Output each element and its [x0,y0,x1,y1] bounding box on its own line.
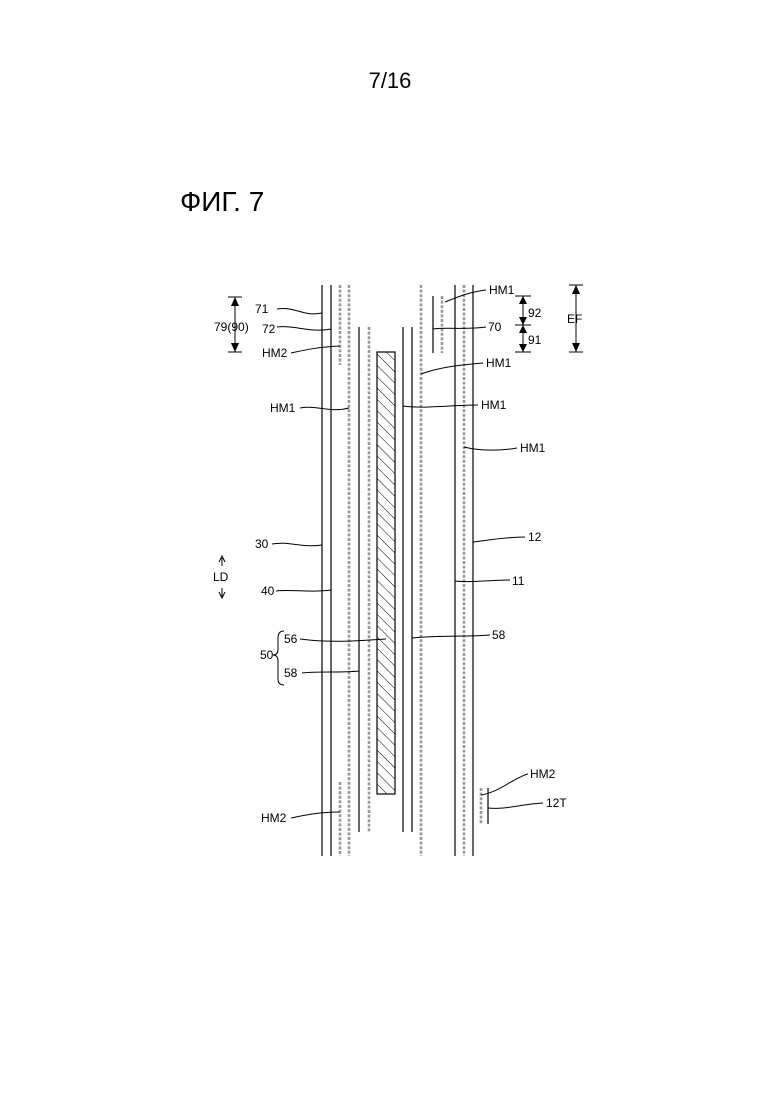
label-91: 91 [528,333,542,347]
label-ef: EF [567,312,582,326]
label-92: 92 [528,306,542,320]
label-40: 40 [261,584,275,598]
leader-hm1-inner [403,405,478,407]
bracket-50 [273,631,284,685]
leader-12 [473,537,525,542]
label-hm1-far-right: HM1 [520,441,546,455]
leader-hm2-bottom-left [291,812,340,818]
dim-92-arrow-up [519,296,527,304]
label-11: 11 [512,574,525,588]
dim-91-arrow-up [519,325,527,333]
label-70: 70 [488,320,502,334]
label-hm2-bottom-right: HM2 [530,767,556,781]
dim-ef-arrow-up [572,285,580,294]
leader-12t [488,803,543,808]
label-12: 12 [528,530,542,544]
leader-hm1-far-right [464,447,517,450]
dim-91-arrow-down [519,344,527,352]
label-56: 56 [284,632,298,646]
leader-hm2-top [291,346,340,353]
leader-30 [272,543,322,546]
leader-58-right [412,635,490,638]
label-hm1-left: HM1 [270,401,296,415]
label-hm1-inner: HM1 [481,398,507,412]
dim-92-arrow-down [519,317,527,325]
leader-hm1-top-right [445,290,486,302]
dim-79-arrow-up [231,297,239,306]
label-hm1-mid-right: HM1 [486,356,512,370]
label-hm1-top-right: HM1 [489,283,515,297]
leader-56 [300,639,386,641]
label-12t: 12T [546,796,567,810]
label-58-left: 58 [284,666,298,680]
leader-40 [276,590,331,591]
label-hm2-bottom-left: HM2 [261,811,287,825]
leader-hm1-left [300,407,349,409]
label-72: 72 [262,322,276,336]
leader-hm1-mid-right [421,363,483,374]
label-30: 30 [255,537,269,551]
label-58-right: 58 [492,628,506,642]
absorber-core-56 [377,352,395,794]
label-ld: LD [213,570,229,584]
label-50: 50 [260,648,274,662]
leader-71 [277,308,322,313]
leader-72 [277,327,331,330]
dim-ef-arrow-down [572,343,580,352]
leader-70 [433,327,486,329]
dim-79-arrow-down [231,343,239,352]
label-hm2-top: HM2 [262,346,288,360]
label-71: 71 [255,302,269,316]
label-79-90: 79(90) [214,320,249,334]
